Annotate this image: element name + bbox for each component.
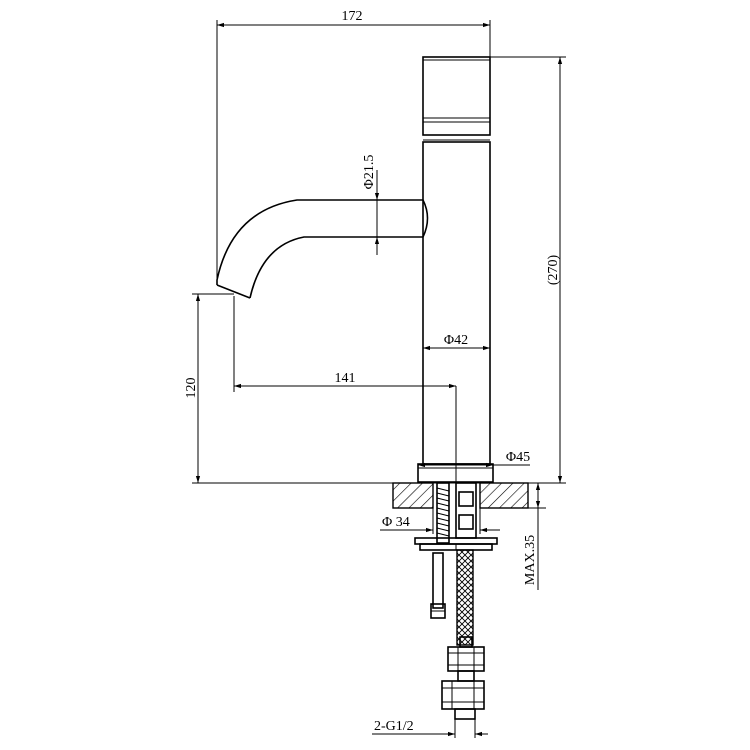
dimension-overall-width: 172	[216, 9, 491, 285]
spout-projection-label: 141	[335, 371, 356, 386]
dimension-base-diameter: Φ45	[418, 450, 530, 468]
connection-label: 2-G1/2	[374, 719, 414, 734]
hole-diameter-label: Φ 34	[382, 515, 410, 530]
dimension-spout-height: 120	[184, 293, 234, 483]
max-thickness-label: MAX.35	[523, 535, 538, 585]
spout-diameter-label: Φ21.5	[362, 155, 377, 190]
braided-hose	[456, 549, 474, 646]
dimension-overall-height: (270)	[490, 56, 566, 483]
overall-width-label: 172	[342, 9, 363, 24]
countertop-section	[392, 482, 529, 509]
dimension-max-thickness: MAX.35	[523, 483, 546, 590]
dimension-spout-projection: 141	[233, 296, 457, 483]
hose-fittings	[441, 636, 485, 720]
inlet-connector	[455, 482, 477, 539]
dimension-hole-diameter: Φ 34	[380, 508, 500, 534]
dimension-body-diameter: Φ42	[423, 333, 490, 351]
dimension-connection: 2-G1/2	[372, 719, 488, 738]
spout	[216, 199, 429, 299]
overall-height-label: (270)	[546, 255, 561, 286]
base-diameter-label: Φ45	[506, 450, 530, 465]
dimension-spout-diameter: Φ21.5	[362, 155, 380, 255]
spout-height-label: 120	[184, 378, 199, 399]
body-diameter-label: Φ42	[444, 333, 468, 348]
backing-washer	[414, 537, 498, 551]
mounting-stud	[430, 482, 450, 619]
